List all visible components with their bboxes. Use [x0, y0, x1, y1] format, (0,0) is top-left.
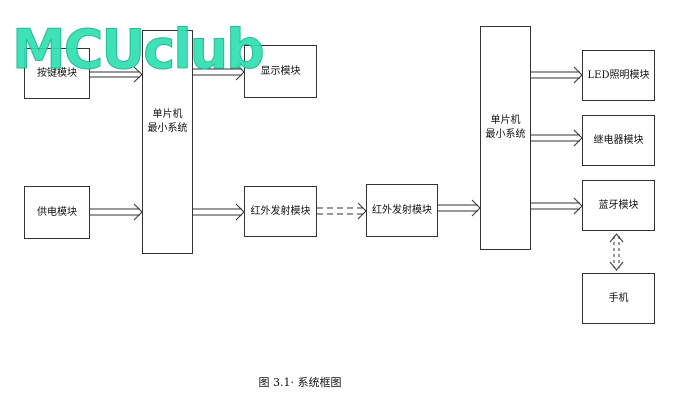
arrow-mcu-to-bluetooth [531, 197, 583, 215]
led-module-box: LED照明模块 [582, 50, 655, 101]
display-module-label: 显示模块 [260, 65, 301, 77]
arrow-mcu-to-led [531, 66, 583, 84]
key-module-label: 按键模块 [37, 67, 77, 79]
power-module-box: 供电模块 [24, 186, 90, 239]
arrow-power-to-mcu [90, 203, 143, 221]
mcu-left-label: 单片机 最小系统 [147, 109, 188, 134]
arrow-bluetooth-phone-dashed [609, 233, 624, 271]
led-module-label: LED照明模块 [587, 69, 650, 81]
bluetooth-module-box: 蓝牙模块 [582, 180, 655, 231]
mcu-right-label: 单片机 最小系统 [485, 115, 526, 140]
ir-tx-box: 红外发射模块 [244, 186, 317, 237]
arrow-ir-link-dashed [317, 202, 367, 220]
phone-label: 手机 [608, 292, 629, 304]
arrow-mcu-to-irtx [193, 203, 245, 221]
ir-rx-box: 红外发射模块 [366, 184, 438, 237]
display-module-box: 显示模块 [244, 45, 317, 98]
arrow-irrx-to-mcu [438, 199, 481, 217]
phone-box: 手机 [582, 273, 655, 324]
relay-module-label: 继电器模块 [593, 134, 644, 146]
figure-caption: 图 3.1· 系统框图 [258, 376, 342, 389]
key-module-box: 按键模块 [24, 48, 90, 99]
mcu-right-box: 单片机 最小系统 [480, 26, 531, 250]
mcu-left-box: 单片机 最小系统 [142, 30, 193, 254]
mcuclub-watermark: MCUclub [12, 18, 266, 81]
ir-tx-label: 红外发射模块 [250, 205, 311, 217]
arrow-mcu-to-relay [531, 129, 583, 147]
relay-module-box: 继电器模块 [582, 115, 655, 166]
bluetooth-module-label: 蓝牙模块 [598, 199, 639, 211]
ir-rx-label: 红外发射模块 [372, 204, 432, 216]
power-module-label: 供电模块 [37, 206, 77, 218]
